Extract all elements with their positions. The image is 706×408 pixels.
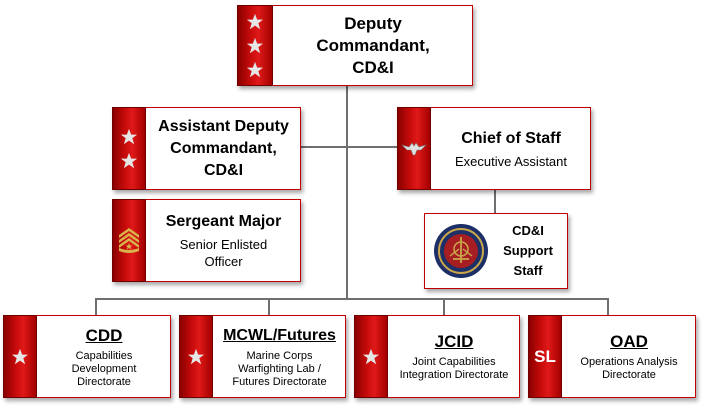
cdd-title: CDD	[85, 325, 123, 345]
deputy-commandant-box: Deputy Commandant, CD&I	[237, 5, 473, 86]
connector-trunk	[346, 86, 348, 300]
cdd-box: CDD Capabilities Development Directorate	[3, 315, 171, 398]
adc-line-3: CD&I	[203, 161, 244, 179]
one-star-icon	[3, 315, 37, 398]
mcwl-line-3: Futures Directorate	[232, 375, 327, 388]
support-staff-line-3: Staff	[513, 263, 543, 278]
connector-cos-branch	[300, 146, 398, 148]
deputy-commandant-line-1: Deputy	[344, 13, 402, 33]
deputy-commandant-line-3: CD&I	[352, 57, 394, 77]
sergeant-major-line-1: Senior Enlisted	[179, 237, 268, 252]
three-star-icon	[237, 5, 273, 86]
oad-title: OAD	[610, 332, 648, 351]
mcwl-title: MCWL/Futures	[223, 326, 336, 344]
marine-corps-seal	[433, 223, 489, 279]
sergeant-major-title: Sergeant Major	[165, 213, 282, 230]
chief-of-staff-box: Chief of Staff Executive Assistant	[397, 107, 591, 190]
cdd-line-2: Development	[71, 362, 137, 375]
adc-line-1: Assistant Deputy	[158, 117, 289, 135]
cdd-line-1: Capabilities	[75, 349, 133, 362]
jcid-line-2: Integration Directorate	[399, 369, 509, 381]
oad-line-1: Operations Analysis	[580, 356, 678, 368]
mcwl-line-1: Marine Corps	[246, 349, 313, 362]
deputy-commandant-line-2: Commandant,	[316, 35, 430, 55]
chief-of-staff-subtitle: Executive Assistant	[455, 153, 567, 169]
jcid-line-1: Joint Capabilities	[412, 356, 496, 368]
support-staff-line-1: CD&I	[512, 223, 544, 238]
connector-cos-support	[494, 190, 496, 214]
two-star-icon	[112, 107, 146, 190]
connector-mcwl	[268, 298, 270, 316]
adc-line-2: Commandant,	[170, 139, 277, 157]
oad-box: SL OAD Operations Analysis Directorate	[528, 315, 696, 398]
support-staff-box: CD&I Support Staff	[424, 213, 568, 289]
support-staff-line-2: Support	[503, 243, 553, 258]
connector-jcid	[443, 298, 445, 316]
cdd-line-3: Directorate	[77, 375, 131, 388]
jcid-box: JCID Joint Capabilities Integration Dire…	[354, 315, 520, 398]
colonel-eagle-icon	[397, 107, 431, 190]
assistant-deputy-commandant-box: Assistant Deputy Commandant, CD&I	[112, 107, 301, 190]
connector-bottom-bus	[95, 298, 609, 300]
senior-leader-tab: SL	[528, 315, 562, 398]
oad-line-2: Directorate	[602, 369, 656, 381]
connector-oad	[607, 298, 609, 316]
sergeant-major-chevron-icon	[112, 199, 146, 282]
oad-tab-label: SL	[534, 346, 556, 366]
jcid-title: JCID	[434, 332, 474, 351]
mcwl-box: MCWL/Futures Marine Corps Warfighting La…	[179, 315, 346, 398]
connector-cdd	[95, 298, 97, 316]
chief-of-staff-title: Chief of Staff	[461, 129, 561, 147]
sergeant-major-line-2: Officer	[204, 254, 243, 269]
sergeant-major-box: Sergeant Major Senior Enlisted Officer	[112, 199, 301, 282]
mcwl-line-2: Warfighting Lab /	[238, 362, 321, 375]
one-star-icon	[179, 315, 213, 398]
one-star-icon	[354, 315, 388, 398]
